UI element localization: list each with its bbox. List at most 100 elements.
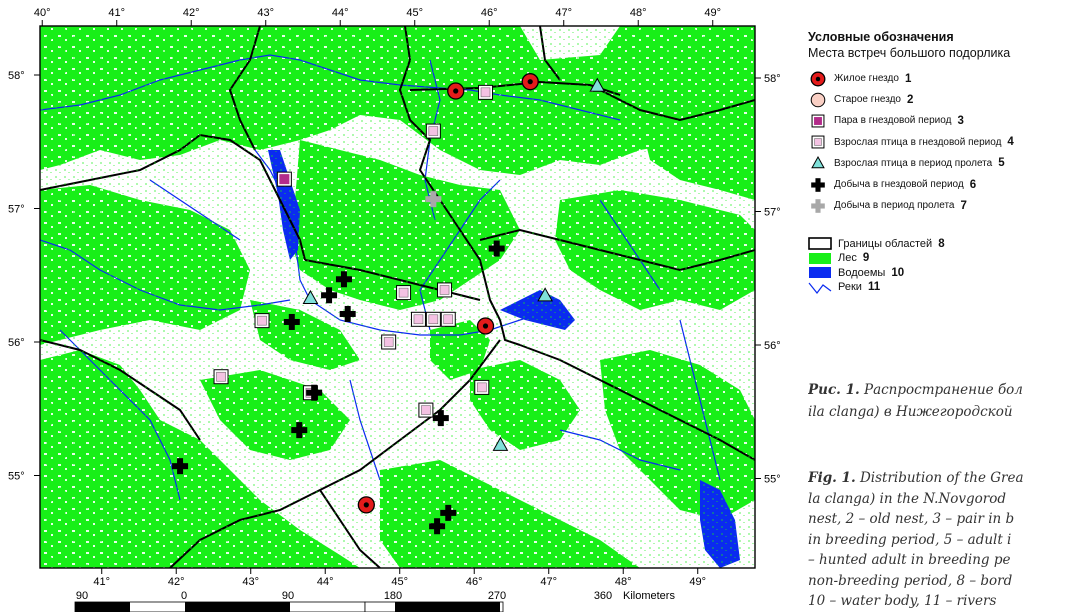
adult-breeding-marker xyxy=(478,84,494,100)
map-frame xyxy=(39,25,756,569)
adult-migration-marker xyxy=(537,287,553,302)
scale-label: 180 xyxy=(384,590,402,602)
prey-breeding-marker xyxy=(283,313,300,330)
prey-migration-icon xyxy=(808,197,828,215)
bottom-longitude-label: 48° xyxy=(615,576,632,588)
prey-breeding-marker xyxy=(488,240,505,257)
active-nest-marker xyxy=(357,496,375,514)
active-nest-marker xyxy=(810,71,826,87)
pair-icon xyxy=(808,112,828,130)
top-longitude-label: 49° xyxy=(704,7,721,19)
prey-migration-marker xyxy=(425,191,442,208)
legend-item-number: 1 xyxy=(904,72,912,85)
prey-breeding-marker xyxy=(291,422,308,439)
legend-item-number: 4 xyxy=(1007,136,1014,149)
caption-en-line4: in breeding period, 5 – adult i xyxy=(808,531,1012,548)
caption-ru-label: Рис. 1. xyxy=(808,382,860,398)
active-nest-marker xyxy=(447,82,465,100)
adult-breeding-icon xyxy=(808,133,828,151)
prey-breeding-marker xyxy=(335,271,352,288)
adult-breeding-marker xyxy=(440,311,456,327)
scale-label: 90 xyxy=(282,590,294,602)
top-longitude-label: 48° xyxy=(630,7,647,19)
adult-breeding-marker xyxy=(410,311,426,327)
scale-label: 360 xyxy=(594,590,612,602)
active-nest-marker xyxy=(476,317,495,335)
border-icon xyxy=(808,237,832,250)
old-nest-icon xyxy=(808,91,828,109)
adult-migration-icon xyxy=(808,154,828,172)
caption-english: Fig. 1. Distribution of the Grea la clan… xyxy=(808,468,1073,612)
legend-layer-label: Границы областей xyxy=(838,237,933,250)
legend-item-number: 5 xyxy=(998,157,1005,170)
legend-item-adult-migration: Взрослая птица в период пролета 5 xyxy=(808,153,1073,174)
prey-breeding-marker xyxy=(339,305,356,322)
adult-breeding-marker xyxy=(381,334,397,350)
scale-label: 90 xyxy=(76,590,88,602)
legend-layer-number: 10 xyxy=(891,266,905,279)
legend-layer-border: Границы областей 8 xyxy=(808,236,1073,251)
legend-layer-number: 8 xyxy=(938,237,945,250)
left-latitude-label: 58° xyxy=(8,70,25,82)
scale-label: 270 xyxy=(488,590,506,602)
legend-layer-label: Лес xyxy=(838,252,857,265)
adult-migration-marker xyxy=(811,156,825,169)
legend-item-number: 2 xyxy=(907,93,914,106)
adult-migration-marker xyxy=(302,289,319,305)
legend-item-old-nest: Старое гнездо 2 xyxy=(808,89,1073,110)
caption-ru-line2: ila clanga) в Нижегородской xyxy=(808,404,1013,420)
top-longitude-labels: 40°41°42°43°44°45°46°47°48°49° xyxy=(34,7,721,19)
left-latitude-labels: 58°57°56°55° xyxy=(8,70,25,483)
right-latitude-label: 55° xyxy=(764,474,781,486)
bottom-longitude-label: 45° xyxy=(391,576,408,588)
top-longitude-label: 43° xyxy=(257,7,274,19)
legend-item-label: Взрослая птица в период пролета xyxy=(834,157,993,169)
adult-breeding-marker xyxy=(418,402,434,418)
water-icon xyxy=(808,266,832,279)
adult-breeding-marker xyxy=(425,123,441,139)
prey-breeding-marker xyxy=(429,518,446,535)
caption-en-line3: nest, 2 – old nest, 3 – pair in b xyxy=(808,511,1015,527)
active-nest-icon xyxy=(808,70,828,88)
legend-item-active-nest: Жилое гнездо 1 xyxy=(808,68,1073,89)
adult-breeding-marker xyxy=(474,379,490,395)
old-nest-marker xyxy=(810,92,826,108)
caption-ru-line1: Распространение бол xyxy=(863,382,1023,398)
legend-item-label: Взрослая птица в гнездовой период xyxy=(834,136,1002,148)
top-longitude-label: 40° xyxy=(34,7,51,19)
top-longitude-label: 46° xyxy=(481,7,498,19)
prey-breeding-marker xyxy=(440,504,457,521)
pair-marker xyxy=(811,114,825,128)
legend-item-label: Старое гнездо xyxy=(834,94,901,106)
adult-breeding-marker xyxy=(437,282,453,298)
legend-item-label: Жилое гнездо xyxy=(834,73,899,85)
legend-layer-number: 11 xyxy=(867,281,881,294)
right-latitude-label: 57° xyxy=(764,207,781,219)
bottom-longitude-label: 41° xyxy=(93,576,110,588)
map-legend: Условные обозначения Места встреч большо… xyxy=(808,30,1073,294)
scale-label: 0 xyxy=(181,590,187,602)
prey-migration-marker xyxy=(811,198,825,213)
adult-breeding-marker xyxy=(254,313,270,329)
legend-item-adult-breeding: Взрослая птица в гнездовой период 4 xyxy=(808,132,1073,153)
caption-en-line1: Distribution of the Grea xyxy=(859,470,1024,486)
left-latitude-label: 55° xyxy=(8,471,25,483)
left-latitude-label: 57° xyxy=(8,204,25,216)
river-icon xyxy=(808,281,832,294)
top-longitude-label: 42° xyxy=(183,7,200,19)
top-longitude-label: 47° xyxy=(555,7,572,19)
forest-icon xyxy=(808,252,832,265)
right-latitude-label: 56° xyxy=(764,340,781,352)
legend-item-number: 3 xyxy=(957,114,964,127)
bottom-longitude-label: 47° xyxy=(540,576,557,588)
bottom-longitude-label: 42° xyxy=(168,576,185,588)
graticule-ticks xyxy=(34,20,761,574)
legend-item-label: Добыча в период пролета xyxy=(834,200,955,212)
